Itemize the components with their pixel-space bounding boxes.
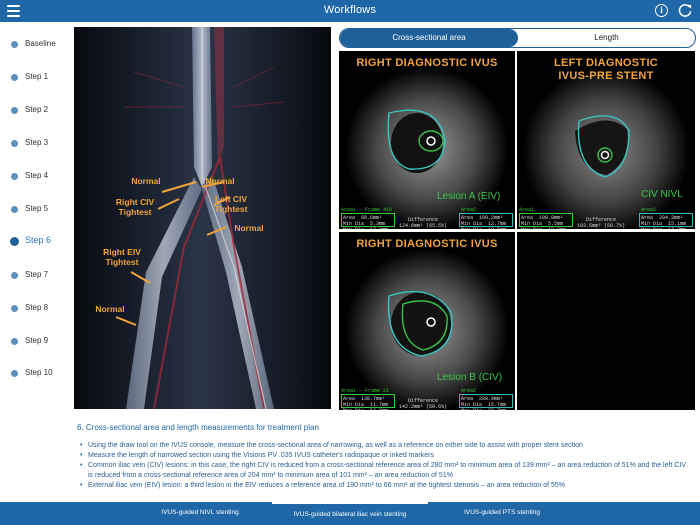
ivus-image [345, 248, 509, 410]
area-values: Area 280.9mm² Min Dia 15.7mm Max Dia 22.… [461, 396, 507, 410]
annotation-right-civ: Right CIV Tightest [115, 197, 155, 217]
segment-cross-sectional-area[interactable]: Cross-sectional area [340, 29, 518, 47]
sidebar-item-step-6[interactable]: Step 6 [0, 232, 72, 252]
step-dot-icon [11, 173, 18, 180]
sidebar-item-label: Step 8 [25, 303, 49, 312]
info-icon[interactable]: i [655, 4, 668, 17]
sidebar-item-label: Step 5 [25, 204, 49, 213]
sidebar-item-step-8[interactable]: Step 8 [0, 299, 72, 319]
list-item: Using the draw tool on the IVUS console,… [80, 441, 692, 451]
step-dot-icon [11, 370, 18, 377]
sidebar-item-step-10[interactable]: Step 10 [0, 364, 72, 384]
sidebar-item-label: Step 1 [25, 72, 49, 81]
vein-anatomy-illustration: Normal Normal Right CIV Tightest Left CI… [74, 27, 331, 409]
lesion-label: CIV NIVL [641, 189, 683, 200]
ivus-image [522, 67, 690, 229]
area-values: Area 190.2mm² Min Dia 12.7mm Max Dia 19.… [461, 215, 507, 229]
ivus-title: RIGHT DIAGNOSTIC IVUS [356, 57, 498, 69]
frame-label: Area2 [461, 207, 477, 213]
frame-label: Area1 - Frame 416 [341, 207, 393, 213]
sidebar-item-step-9[interactable]: Step 9 [0, 332, 72, 352]
sidebar-item-label: Step 7 [25, 270, 49, 279]
annotation-normal-3: Normal [234, 223, 264, 233]
difference-label: Difference 124.6mm² (65.5%) [399, 217, 448, 229]
sidebar-item-label: Baseline [25, 39, 56, 48]
ivus-title: RIGHT DIAGNOSTIC IVUS [356, 238, 498, 250]
lesion-label: Lesion B (CIV) [437, 372, 503, 383]
tab-nivl-stenting[interactable]: IVUS-guided NIVL stenting [161, 509, 239, 516]
segment-length[interactable]: Length [594, 33, 619, 42]
top-bar: Workflows i [0, 0, 700, 22]
annotation-normal-2: Normal [205, 176, 235, 186]
ivus-panel-right-lesion-a: RIGHT DIAGNOSTIC IVUS Lesion A (EIV) Are… [339, 51, 515, 229]
step-heading: 6. Cross-sectional area and length measu… [77, 423, 319, 432]
frame-label: Area2 [641, 207, 657, 213]
tab-pts-stenting[interactable]: IVUS-guided PTS stenting [464, 509, 540, 516]
sidebar-item-label: Step 6 [25, 235, 52, 245]
measurement-panel: Cross-sectional area Length RIGHT DIAGNO… [334, 24, 700, 412]
step-description: 6. Cross-sectional area and length measu… [72, 420, 700, 502]
ivus-panel-empty [517, 232, 695, 410]
area-box: Area 138.7mm² Min Dia 11.7mm Max Dia 14.… [341, 394, 395, 410]
area-values: Area 204.3mm² Min Dia 15.1mm Max Dia 17.… [641, 215, 687, 229]
step-dot-icon [10, 237, 19, 246]
tab-bilateral-iliac-vein-stenting[interactable]: IVUS-guided bilateral iliac vein stentin… [272, 502, 428, 525]
sidebar-item-label: Step 2 [25, 105, 49, 114]
workflow-tab-bar: IVUS-guided NIVL stenting IVUS-guided bi… [0, 502, 700, 525]
sidebar-item-label: Step 4 [25, 171, 49, 180]
step-dot-icon [11, 272, 18, 279]
area-values: Area 138.7mm² Min Dia 11.7mm Max Dia 14.… [343, 396, 389, 410]
frame-label: Area2 [461, 388, 477, 394]
difference-label: Difference 142.2mm² (50.6%) [399, 398, 448, 410]
ivus-panel-left-pre-stent: LEFT DIAGNOSTIC IVUS-PRE STENT CIV NIVL … [517, 51, 695, 229]
sidebar-item-step-4[interactable]: Step 4 [0, 167, 72, 187]
page-title: Workflows [323, 4, 377, 16]
annotation-left-civ: Left CIV Tightest [214, 194, 248, 214]
step-dot-icon [11, 74, 18, 81]
refresh-icon[interactable] [678, 3, 693, 18]
frame-label: Area1 - Frame 21 [341, 388, 390, 394]
ivus-image [345, 67, 509, 229]
frame-label: Area1 [519, 207, 535, 213]
sidebar-item-step-5[interactable]: Step 5 [0, 200, 72, 220]
annotation-right-eiv: Right EIV Tightest [103, 247, 141, 267]
step-dot-icon [11, 206, 18, 213]
area-box: Area 100.8mm² Min Dia 5.5mm Max Dia 19.2… [519, 213, 573, 229]
lesion-label: Lesion A (EIV) [437, 191, 501, 202]
area-box: Area 66.6mm² Min Dia 5.3mm Max Dia 13.9m… [341, 213, 395, 229]
step-dot-icon [11, 107, 18, 114]
list-item: External iliac vein (EIV) lesion: a thir… [80, 481, 692, 491]
area-box: Area 190.2mm² Min Dia 12.7mm Max Dia 19.… [459, 213, 513, 229]
sidebar-item-baseline[interactable]: Baseline [0, 35, 72, 55]
sidebar-item-step-3[interactable]: Step 3 [0, 134, 72, 154]
bullet-list: Using the draw tool on the IVUS console,… [80, 441, 692, 491]
step-dot-icon [11, 140, 18, 147]
hamburger-menu-icon[interactable] [7, 5, 20, 17]
sidebar-item-label: Step 10 [25, 368, 53, 377]
vein-anatomy-graphic [74, 27, 331, 409]
sidebar-item-step-1[interactable]: Step 1 [0, 68, 72, 88]
difference-label: Difference 103.5mm² (50.7%) [577, 217, 626, 229]
sidebar-item-label: Step 9 [25, 336, 49, 345]
ivus-panel-right-lesion-b: RIGHT DIAGNOSTIC IVUS Lesion B (CIV) Are… [339, 232, 515, 410]
area-box: Area 204.3mm² Min Dia 15.1mm Max Dia 17.… [639, 213, 693, 229]
sidebar-item-label: Step 3 [25, 138, 49, 147]
list-item: Common iliac vein (CIV) lesions: in this… [80, 461, 692, 481]
step-dot-icon [11, 305, 18, 312]
view-segmented-control: Cross-sectional area Length [339, 28, 696, 48]
area-values: Area 66.6mm² Min Dia 5.3mm Max Dia 13.9m… [343, 215, 388, 229]
area-values: Area 100.8mm² Min Dia 5.5mm Max Dia 19.2… [521, 215, 566, 229]
step-dot-icon [11, 41, 18, 48]
list-item: Measure the length of narrowed section u… [80, 451, 692, 461]
step-sidebar: Baseline Step 1 Step 2 Step 3 Step 4 Ste… [0, 22, 72, 412]
annotation-normal-4: Normal [95, 304, 125, 314]
annotation-normal-1: Normal [131, 176, 161, 186]
step-dot-icon [11, 338, 18, 345]
sidebar-item-step-7[interactable]: Step 7 [0, 266, 72, 286]
area-box: Area 280.9mm² Min Dia 15.7mm Max Dia 22.… [459, 394, 513, 410]
ivus-title: LEFT DIAGNOSTIC IVUS-PRE STENT [553, 57, 659, 82]
sidebar-item-step-2[interactable]: Step 2 [0, 101, 72, 121]
